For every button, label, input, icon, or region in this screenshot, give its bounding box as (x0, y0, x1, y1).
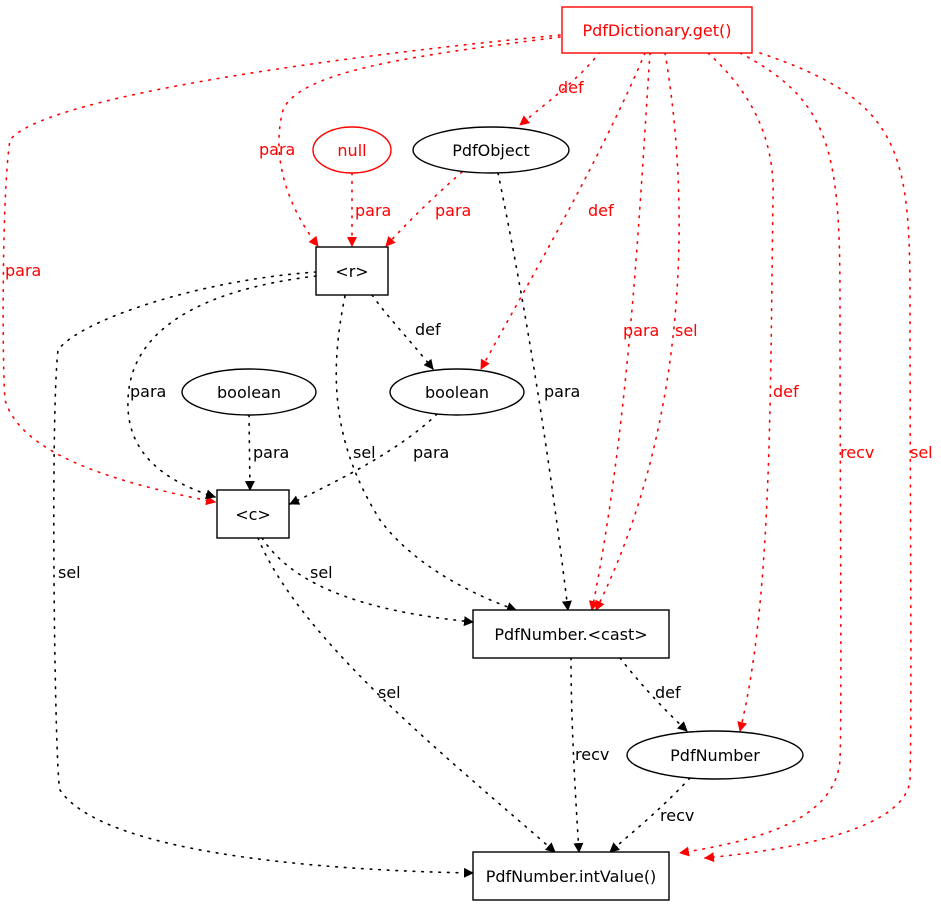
edge-line (480, 52, 646, 370)
edge-label: para (435, 201, 471, 220)
edge-label: sel (353, 443, 376, 462)
node-label: null (337, 141, 366, 160)
node-label: boolean (425, 383, 489, 402)
edge-c-to-cast-sel: sel (261, 537, 474, 627)
edge-label: sel (910, 443, 933, 462)
edge-c-to-intvalue-sel: sel (257, 537, 556, 853)
node-pdfobject[interactable]: PdfObject (412, 126, 570, 174)
edge-line (53, 271, 474, 878)
node-label: PdfDictionary.get() (582, 21, 731, 40)
edge-pdfobject-to-cast-para: para (497, 172, 580, 611)
node-ellipse (312, 126, 392, 174)
edge-label: def (773, 382, 799, 401)
edge-label: para (253, 443, 289, 462)
edge-line (2, 34, 561, 506)
edge-r-to-cast-sel: sel (335, 295, 517, 612)
edge-get-to-pdfnumber-def: def (707, 52, 799, 732)
edge-label: def (558, 78, 584, 97)
node-label: boolean (217, 383, 281, 402)
edge-cast-to-intvalue-recv: recv (570, 657, 609, 853)
edge-line (704, 52, 912, 863)
node-label: PdfNumber.<cast> (494, 625, 647, 644)
node-label: PdfNumber.intValue() (486, 867, 657, 886)
edge-line (261, 537, 474, 627)
edge-get-to-cast-para: para (588, 52, 659, 611)
edge-label: recv (575, 745, 609, 764)
node-label: <r> (335, 262, 368, 281)
node-box (472, 851, 670, 901)
edge-label: para (130, 382, 166, 401)
edge-label: para (259, 140, 295, 159)
edge-line (595, 52, 680, 611)
edge-label: recv (660, 806, 694, 825)
edge-pdfobject-to-r-para: para (385, 171, 471, 247)
edge-label: def (415, 320, 441, 339)
node-cast[interactable]: PdfNumber.<cast> (472, 609, 670, 659)
edge-line (244, 414, 255, 491)
node-box (561, 6, 753, 54)
edge-line (127, 275, 317, 500)
edge-r-to-boolean2-def: def (371, 294, 441, 370)
node-ellipse (389, 368, 525, 416)
node-ellipse (626, 730, 804, 780)
edge-label: sel (675, 321, 698, 340)
node-c[interactable]: <c> (216, 489, 290, 539)
edge-line (570, 657, 584, 853)
edge-get-to-r-para: para (259, 36, 561, 247)
edge-label: recv (840, 443, 874, 462)
edge-label: sel (378, 683, 401, 702)
edge-get-to-cast-sel: sel (595, 52, 698, 611)
edge-get-to-intvalue-recv: recv (679, 52, 874, 857)
edge-line (707, 52, 774, 732)
node-label: PdfObject (452, 141, 530, 160)
edge-r-to-intvalue-sel: sel (53, 271, 474, 878)
node-label: <c> (235, 505, 271, 524)
node-ellipse (412, 126, 570, 174)
edge-null-to-r-para: para (347, 172, 391, 247)
edge-line (371, 294, 434, 370)
node-ellipse (181, 368, 317, 416)
edge-label: sel (58, 563, 81, 582)
edge-label: def (655, 683, 681, 702)
edge-line (257, 537, 556, 853)
node-label: PdfNumber (670, 746, 760, 765)
node-r[interactable]: <r> (315, 246, 389, 296)
node-box (216, 489, 290, 539)
edge-get-to-intvalue-sel: sel (704, 52, 933, 863)
edge-line (289, 413, 438, 505)
node-box (315, 246, 389, 296)
edge-line (679, 52, 842, 857)
edge-label: para (623, 321, 659, 340)
edge-label: sel (310, 563, 333, 582)
edge-label: def (588, 201, 614, 220)
nodes-layer: PdfDictionary.get() null PdfObject <r> boole… (181, 6, 804, 901)
node-intvalue[interactable]: PdfNumber.intValue() (472, 851, 670, 901)
node-box (472, 609, 670, 659)
node-null[interactable]: null (312, 126, 392, 174)
node-boolean2[interactable]: boolean (389, 368, 525, 416)
edge-pdfnumber-to-intvalue-recv: recv (609, 777, 694, 853)
edge-boolean1-to-c-para: para (244, 414, 289, 491)
edge-get-to-c-para: para (2, 34, 561, 506)
edge-line (497, 172, 572, 611)
node-pdfnumber[interactable]: PdfNumber (626, 730, 804, 780)
edge-label: para (544, 382, 580, 401)
edge-get-to-pdfobject-def: def (519, 51, 601, 126)
edge-label: para (5, 261, 41, 280)
edge-boolean2-to-c-para: para (289, 413, 449, 505)
edge-get-to-boolean2-def: def (480, 52, 646, 370)
edge-line (335, 295, 517, 612)
edge-label: para (413, 443, 449, 462)
node-boolean1[interactable]: boolean (181, 368, 317, 416)
edge-line (519, 51, 601, 126)
edge-label: para (355, 201, 391, 220)
edge-line (385, 171, 463, 247)
edge-cast-to-pdfnumber-def: def (619, 657, 688, 732)
edge-r-to-c-para: para (127, 275, 317, 500)
node-get[interactable]: PdfDictionary.get() (561, 6, 753, 54)
